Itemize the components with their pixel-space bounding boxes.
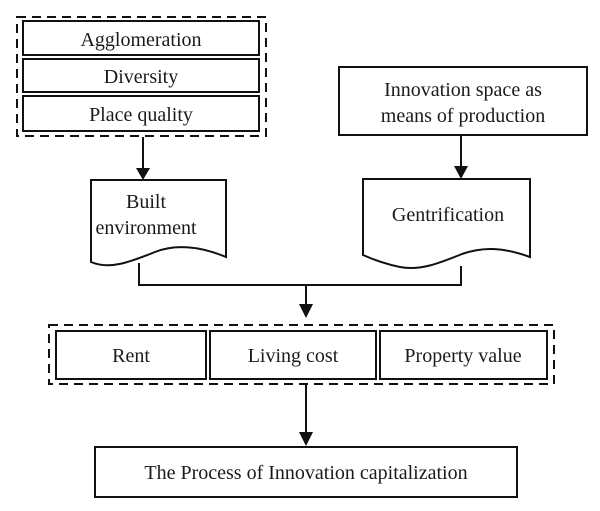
outcomes-group: Rent Living cost Property value	[48, 324, 555, 385]
built-environment-line-2: environment	[95, 217, 197, 239]
document-shape	[90, 179, 227, 267]
document-shape	[362, 178, 531, 270]
innovation-space-node: Innovation space as means of production	[338, 66, 588, 136]
factors-group-dashed-border	[16, 16, 267, 137]
outcomes-group-dashed-border	[48, 324, 555, 385]
built-environment-line-1: Built	[126, 191, 166, 213]
merge-connector	[138, 263, 462, 318]
outcome-label: Rent	[112, 345, 150, 367]
factor-box-place-quality: Place quality	[22, 95, 260, 132]
factor-box-diversity: Diversity	[22, 58, 260, 93]
factor-box-agglomeration: Agglomeration	[22, 20, 260, 56]
arrow-factors-to-built-environment	[136, 137, 150, 180]
result-node: The Process of Innovation capitalization	[94, 446, 518, 498]
outcome-label: Living cost	[248, 345, 339, 367]
gentrification-label: Gentrification	[392, 204, 504, 226]
factors-group: Agglomeration Diversity Place quality	[16, 16, 267, 137]
outcome-box-property-value: Property value	[379, 330, 548, 380]
outcome-box-living-cost: Living cost	[209, 330, 377, 380]
arrowhead-icon	[299, 304, 313, 318]
arrow-outcomes-to-result	[299, 385, 313, 446]
factor-label: Place quality	[89, 104, 193, 126]
factor-label: Diversity	[104, 66, 178, 88]
built-environment-node: Built environment	[90, 179, 227, 267]
gentrification-node: Gentrification	[362, 178, 531, 270]
result-label: The Process of Innovation capitalization	[144, 462, 467, 484]
outcome-box-rent: Rent	[55, 330, 207, 380]
factor-label: Agglomeration	[80, 29, 201, 51]
innovation-space-line-1: Innovation space as	[384, 79, 542, 101]
arrow-innovation-to-gentrification	[454, 136, 468, 179]
innovation-space-line-2: means of production	[381, 105, 545, 127]
outcome-label: Property value	[404, 345, 521, 367]
